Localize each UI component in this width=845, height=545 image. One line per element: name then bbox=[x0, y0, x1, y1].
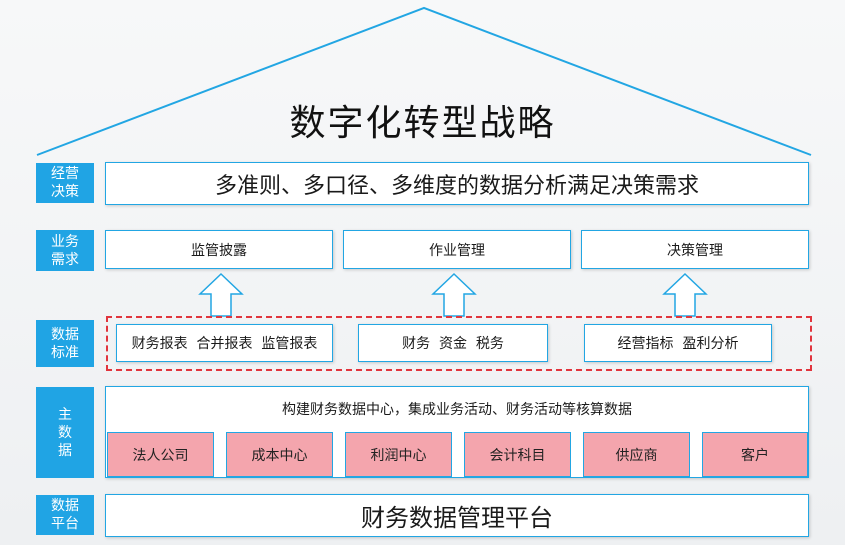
standard-box-reports: 财务报表 合并报表 监管报表 bbox=[116, 324, 333, 362]
standard-box-metrics: 经营指标 盈利分析 bbox=[584, 324, 772, 362]
up-arrow-icon bbox=[431, 272, 477, 317]
up-arrow-icon bbox=[198, 272, 244, 317]
row-label-master: 主 数 据 bbox=[36, 387, 94, 478]
entity-cost-center: 成本中心 bbox=[226, 432, 333, 477]
business-box-decision-mgmt: 决策管理 bbox=[581, 230, 809, 269]
roof-outline bbox=[36, 6, 812, 156]
master-data-description: 构建财务数据中心，集成业务活动、财务活动等核算数据 bbox=[282, 402, 632, 418]
entity-customer: 客户 bbox=[702, 432, 808, 477]
row-label-business: 业务 需求 bbox=[36, 230, 94, 271]
row-label-decision: 经营 决策 bbox=[36, 163, 94, 203]
standard-dashed-frame bbox=[106, 316, 812, 371]
row-label-platform: 数据 平台 bbox=[36, 495, 94, 535]
up-arrow-icon bbox=[662, 272, 708, 317]
entity-account: 会计科目 bbox=[464, 432, 571, 477]
entity-legal-company: 法人公司 bbox=[107, 432, 214, 477]
business-box-operations: 作业管理 bbox=[343, 230, 571, 269]
strategy-title: 数字化转型战略 bbox=[289, 103, 556, 144]
standard-box-finance: 财务 资金 税务 bbox=[358, 324, 548, 362]
master-data-box: 构建财务数据中心，集成业务活动、财务活动等核算数据 bbox=[105, 386, 809, 478]
row-label-standard: 数据 标准 bbox=[36, 320, 94, 367]
platform-box: 财务数据管理平台 bbox=[105, 494, 809, 537]
entity-supplier: 供应商 bbox=[583, 432, 690, 477]
entity-profit-center: 利润中心 bbox=[345, 432, 452, 477]
decision-box: 多准则、多口径、多维度的数据分析满足决策需求 bbox=[105, 162, 809, 205]
business-box-disclosure: 监管披露 bbox=[105, 230, 333, 269]
